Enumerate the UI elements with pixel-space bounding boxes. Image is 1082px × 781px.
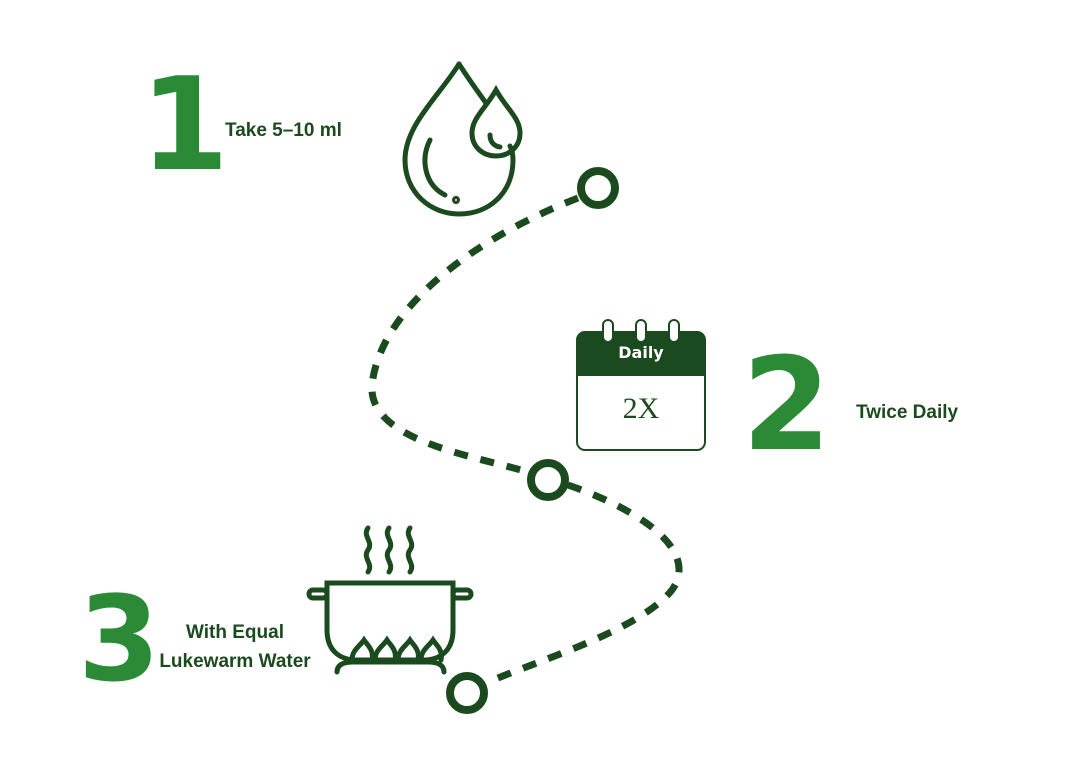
calendar-header: Daily	[618, 343, 664, 362]
path-node-1	[577, 167, 619, 209]
step-3-label-line-1: With Equal	[186, 622, 284, 643]
water-drops-icon	[402, 61, 523, 217]
cooking-pot-icon	[306, 525, 474, 675]
path-node-2	[527, 459, 569, 501]
calendar-icon	[576, 319, 706, 451]
dashed-path	[368, 194, 683, 686]
step-2-number: 2	[742, 331, 832, 480]
step-3-label: With Equal Lukewarm Water	[150, 618, 320, 676]
step-3-number: 3	[78, 570, 161, 708]
step-1-number: 1	[140, 51, 230, 200]
calendar-value: 2X	[622, 392, 660, 425]
step-1-label: Take 5–10 ml	[225, 120, 342, 141]
path-node-3	[446, 672, 488, 714]
step-3-label-line-2: Lukewarm Water	[159, 651, 311, 672]
step-2-label: Twice Daily	[856, 402, 959, 423]
